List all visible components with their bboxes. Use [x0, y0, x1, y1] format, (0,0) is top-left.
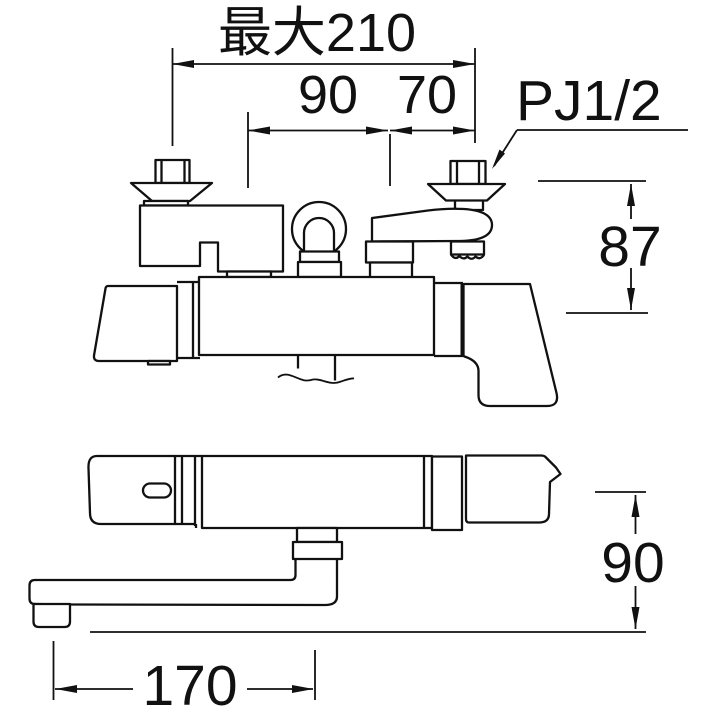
hook-base	[296, 260, 343, 279]
thread-type-text: PJ1/2	[516, 69, 662, 133]
dim-drop-text: 90	[601, 531, 664, 595]
spout-connection-upper	[295, 526, 339, 544]
hook-inner-arc	[302, 216, 336, 252]
plan-view	[28, 454, 562, 629]
dim-max-width-text: 最大210	[218, 3, 416, 63]
body-cylinder	[197, 275, 436, 357]
arrowhead-up	[627, 184, 635, 206]
dim-offset-right-text: 70	[397, 65, 457, 125]
dim-height-center: 87	[538, 180, 662, 314]
plan-body	[200, 454, 434, 530]
arrowhead-up	[631, 495, 640, 517]
plan-right-section	[430, 455, 464, 532]
hook-collar	[298, 250, 341, 264]
dim-reach-text: 170	[142, 654, 237, 713]
arrowhead-left	[248, 126, 270, 135]
spout-pipe	[28, 559, 339, 607]
plan-handle-slot	[141, 482, 173, 499]
front-view	[92, 158, 559, 408]
plan-temperature-handle	[87, 454, 177, 526]
left-wall-fitting	[129, 158, 214, 207]
crank-arm	[370, 207, 494, 243]
thread-callout: PJ1/2	[492, 69, 688, 169]
dim-offset-left-text: 90	[298, 65, 358, 125]
plan-flow-handle	[464, 454, 562, 524]
arrowhead-right	[453, 126, 475, 135]
arrowhead-right	[366, 126, 388, 135]
arrowhead-left	[390, 126, 412, 135]
left-fitting-flange	[129, 181, 214, 203]
leader-arrowhead	[492, 149, 505, 169]
crank-support-upper	[364, 240, 415, 264]
right-fitting-flange	[426, 182, 507, 202]
crank-support-lower	[368, 261, 414, 279]
arrowhead-left	[55, 685, 77, 693]
thermostat-box	[138, 204, 285, 273]
dim-spout-reach: 170	[52, 641, 316, 713]
pipe-break-wave	[277, 373, 355, 384]
arrowhead-down	[631, 607, 640, 629]
shower-hook	[290, 200, 348, 279]
arrowhead-right	[453, 60, 475, 68]
spout-connection-lower	[291, 540, 344, 561]
temperature-handle-tab	[146, 359, 172, 366]
faucet-body-front	[92, 275, 559, 408]
hook-ring	[290, 200, 348, 258]
dim-height-text: 87	[598, 215, 661, 279]
shower-nipple	[449, 240, 486, 256]
arrowhead-right	[292, 685, 314, 693]
right-wall-fitting	[364, 159, 507, 279]
temperature-handle	[92, 284, 179, 363]
spout-nozzle	[32, 602, 72, 629]
arrowhead-down	[627, 288, 635, 310]
dim-offsets: 90 70	[247, 65, 475, 188]
flow-handle-lever	[462, 282, 559, 408]
shower-nipple-knurl	[450, 253, 485, 260]
dim-drop-height: 90	[90, 491, 665, 633]
dimension-annotations: 最大210 90 70 PJ1/2	[52, 3, 688, 713]
arrowhead-left	[172, 60, 194, 68]
right-fitting-nut	[449, 159, 487, 186]
dim-max-width: 最大210	[171, 3, 476, 146]
